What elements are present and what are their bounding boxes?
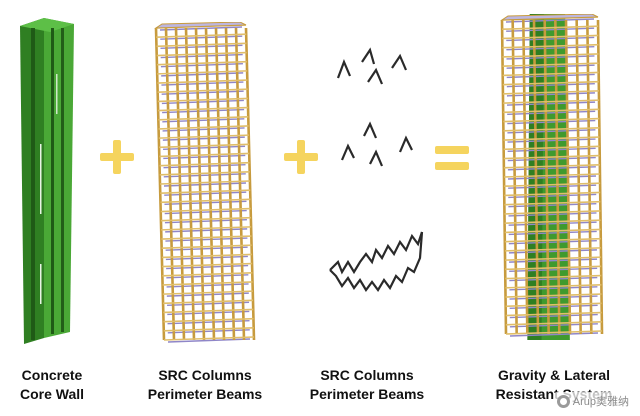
caption-line: Perimeter Beams xyxy=(147,386,263,402)
caption-line: SRC Columns xyxy=(158,367,252,383)
watermark-text: Arup奥雅纳 xyxy=(572,396,629,408)
gravity-lateral-resistant-system-illustration xyxy=(500,14,604,340)
caption-line: Core Wall xyxy=(19,386,85,402)
caption-line: Gravity & Lateral xyxy=(497,367,611,383)
watermark: Arup奥雅纳 xyxy=(553,392,632,410)
caption-line: Concrete xyxy=(21,367,83,383)
caption-line: SRC Columns xyxy=(320,367,414,383)
src-columns-perimeter-beams-exploded-illustration xyxy=(329,47,424,292)
equals-icon xyxy=(435,146,469,170)
plus-icon xyxy=(284,140,318,174)
caption-src-columns-b: SRC Columns Perimeter Beams xyxy=(302,366,432,404)
wechat-icon xyxy=(556,394,570,408)
plus-icon xyxy=(100,140,134,174)
caption-src-columns-a: SRC Columns Perimeter Beams xyxy=(140,366,270,404)
caption-concrete-core-wall: Concrete Core Wall xyxy=(2,366,102,404)
concrete-core-wall-illustration xyxy=(20,18,74,344)
src-columns-perimeter-beams-frame-illustration xyxy=(154,22,256,343)
caption-line: Perimeter Beams xyxy=(309,386,425,402)
